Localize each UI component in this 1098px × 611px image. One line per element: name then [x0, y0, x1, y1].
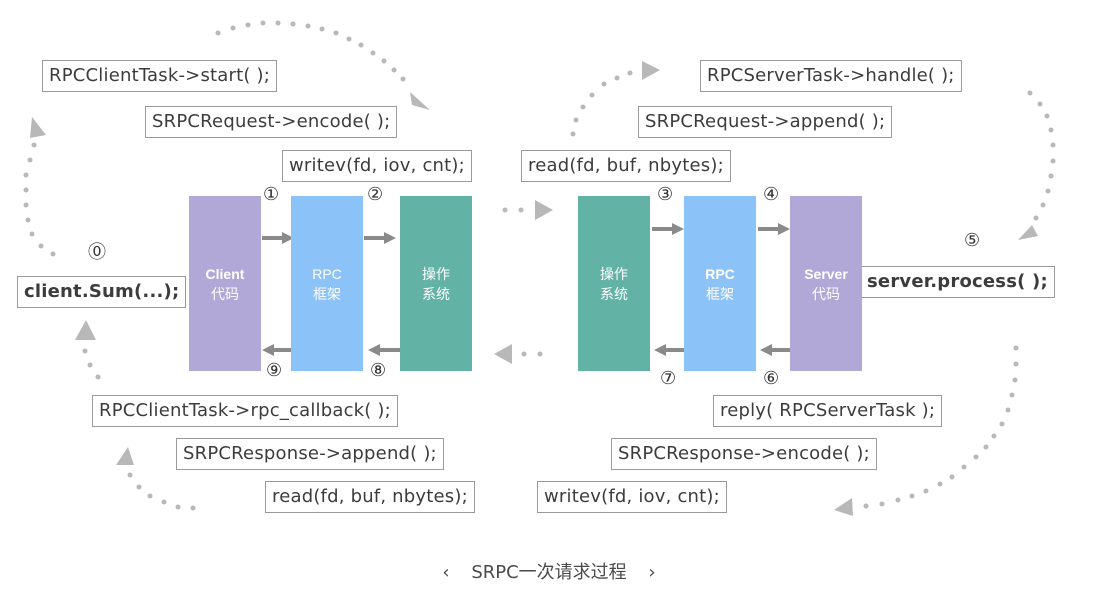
block-label-line1: 操作: [600, 265, 628, 282]
block-label-line2: 框架: [313, 285, 341, 302]
arrow-9: [262, 344, 292, 356]
step-marker-7: ⑦: [660, 368, 677, 389]
arrow-2: [364, 232, 396, 244]
arrow-3: [652, 223, 684, 235]
block-label-line2: 系统: [600, 285, 628, 302]
arrowhead-down-right: [410, 92, 430, 110]
step-marker-2: ②: [367, 184, 384, 205]
call-client-sum: client.Sum(...);: [17, 276, 187, 308]
arrowhead-up-callback: [116, 447, 134, 465]
step-marker-1: ①: [263, 184, 280, 205]
block-client-os: 操作 系统: [400, 196, 472, 371]
call-srpcrequest-append: SRPCRequest->append( );: [638, 106, 893, 138]
block-label-line2: 代码: [211, 285, 239, 302]
step-marker-4: ④: [763, 184, 780, 205]
block-label-line1: 操作: [422, 265, 450, 282]
arrowhead-right: [642, 61, 660, 80]
block-server-os: 操作 系统: [578, 196, 650, 371]
step-marker-9: ⑨: [266, 360, 283, 381]
block-label-line1: Server: [804, 265, 848, 282]
prev-arrow-icon[interactable]: ‹: [442, 562, 450, 583]
call-reply-rpcservertask: reply( RPCServerTask );: [713, 395, 943, 427]
dotted-path-client-entry: [23, 142, 56, 257]
block-label-line2: 系统: [422, 285, 450, 302]
step-marker-5: ⑤: [964, 230, 981, 251]
arrow-4: [758, 223, 790, 235]
arrow-6: [760, 344, 790, 356]
arrow-7: [654, 344, 684, 356]
dotted-path-server-request: [570, 70, 633, 137]
call-srpcresponse-encode: SRPCResponse->encode( );: [611, 438, 877, 470]
call-server-read: read(fd, buf, nbytes);: [521, 150, 731, 182]
figure-caption: ‹ SRPC一次请求过程 ›: [0, 558, 1098, 584]
arrowhead-left: [834, 498, 853, 516]
step-marker-6: ⑥: [763, 368, 780, 389]
step-marker-0: ⓪: [88, 242, 106, 263]
block-label-line2: 代码: [812, 285, 840, 302]
dotted-path-client-request: [215, 20, 406, 82]
step-marker-3: ③: [657, 184, 674, 205]
call-srpcresponse-append: SRPCResponse->append( );: [176, 438, 444, 470]
block-server-code: Server 代码: [790, 196, 862, 371]
arrowhead-left-network: [494, 344, 512, 364]
arrowhead-up-entry: [75, 320, 96, 340]
block-server-rpc-framework: RPC 框架: [684, 196, 756, 371]
dotted-path-client-response: [82, 348, 196, 511]
arrow-8: [368, 344, 400, 356]
call-client-writev: writev(fd, iov, cnt);: [282, 150, 472, 182]
arrowhead-up: [30, 117, 46, 138]
caption-title: SRPC一次请求过程: [471, 562, 627, 583]
call-rpcclienttask-rpc-callback: RPCClientTask->rpc_callback( );: [92, 395, 398, 427]
call-srpcrequest-encode: SRPCRequest->encode( );: [145, 106, 398, 138]
arrowhead-down-left: [1018, 225, 1038, 240]
call-rpcservertask-handle: RPCServerTask->handle( );: [700, 60, 962, 92]
arrow-1: [262, 232, 294, 244]
block-label-line2: 框架: [706, 285, 734, 302]
call-rpcclienttask-start: RPCClientTask->start( );: [42, 60, 278, 92]
block-label-line1: RPC: [705, 265, 735, 282]
next-arrow-icon[interactable]: ›: [648, 562, 656, 583]
call-server-writev: writev(fd, iov, cnt);: [537, 481, 727, 513]
dotted-path-server-response: [863, 345, 1019, 509]
block-client-rpc-framework: RPC 框架: [291, 196, 363, 371]
call-server-process: server.process( );: [860, 266, 1055, 298]
step-marker-8: ⑧: [370, 360, 387, 381]
dotted-path-server-process: [1027, 90, 1056, 221]
block-label-line1: Client: [205, 265, 245, 282]
block-label-line1: RPC: [312, 265, 342, 282]
arrowhead-right-network: [535, 200, 553, 220]
block-client-code: Client 代码: [189, 196, 261, 371]
call-client-read: read(fd, buf, nbytes);: [265, 481, 475, 513]
